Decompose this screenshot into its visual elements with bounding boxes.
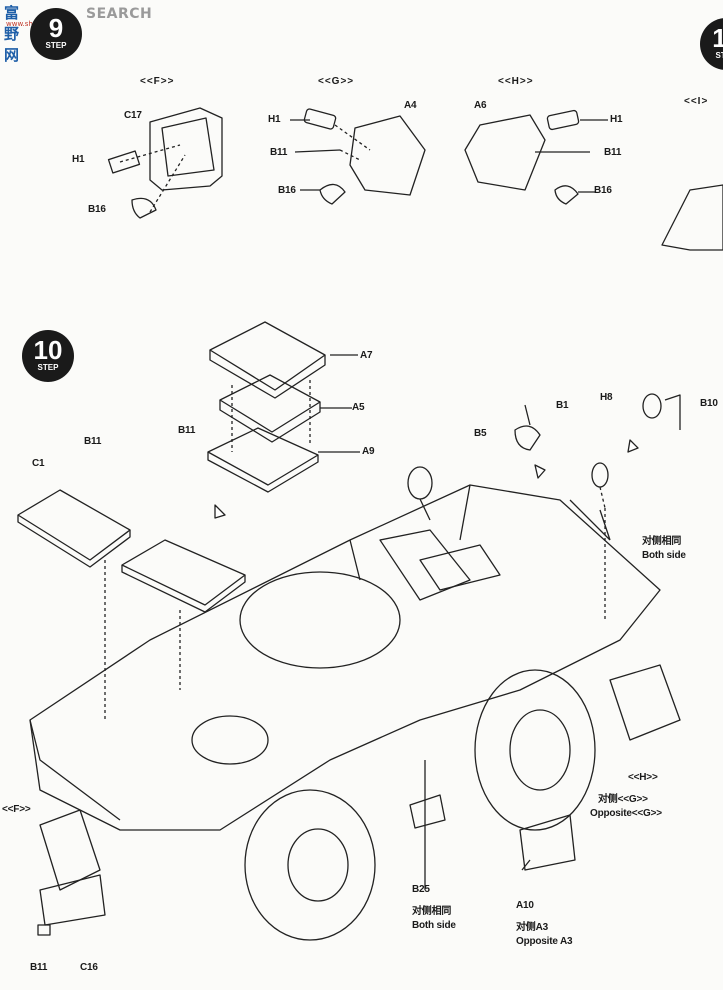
part-b1-stem xyxy=(524,404,531,426)
label-b11: B11 xyxy=(84,436,102,447)
label-h1: H1 xyxy=(268,114,281,125)
label-b10: B10 xyxy=(700,398,718,409)
part-i-partial xyxy=(661,184,723,251)
part-b11-bottom xyxy=(37,924,51,936)
part-b16-h xyxy=(554,185,579,205)
vehicle-hull xyxy=(29,484,661,831)
rear-wheel xyxy=(474,669,596,831)
step-number: 9 xyxy=(48,13,64,43)
label-g-ref-cn: 对侧<<G>> xyxy=(598,794,648,805)
part-a6-hatch xyxy=(464,114,546,191)
part-h1-h xyxy=(546,109,580,131)
part-b16-g xyxy=(319,183,346,205)
part-a5-frame xyxy=(219,374,321,433)
turret-ring xyxy=(239,571,401,669)
mirror-right xyxy=(591,462,609,488)
label-h-ref: <<H>> xyxy=(628,772,658,783)
step-11-badge: 11 STEP xyxy=(700,18,723,70)
label-b1: B1 xyxy=(556,400,569,411)
subassembly-h-heading: <<H>> xyxy=(498,76,534,87)
label-both-side-cn: 对侧相同 xyxy=(642,536,682,547)
label-b11: B11 xyxy=(178,425,196,436)
label-a10-cn: 对侧A3 xyxy=(516,922,548,933)
label-b16: B16 xyxy=(594,185,612,196)
label-a4: A4 xyxy=(404,100,417,111)
subassembly-g-heading: <<G>> xyxy=(318,76,355,87)
watermark-brand: SEARCH xyxy=(86,6,153,22)
front-wheel xyxy=(244,789,376,941)
label-b5: B5 xyxy=(474,428,487,439)
part-h8-mirror xyxy=(642,393,662,419)
label-c1: C1 xyxy=(32,458,45,469)
label-both-side-en: Both side xyxy=(642,550,686,561)
label-a10-en: Opposite A3 xyxy=(516,936,573,947)
part-side-hatch-h xyxy=(609,664,681,741)
step-10-badge: 10 STEP xyxy=(22,330,74,382)
step-word: STEP xyxy=(37,363,59,372)
label-b16: B16 xyxy=(88,204,106,215)
step-9-badge: 9 STEP xyxy=(30,8,82,60)
label-c17: C17 xyxy=(124,110,142,121)
label-g-ref-en: Opposite<<G>> xyxy=(590,808,662,819)
part-h1-periscope xyxy=(107,150,141,174)
label-b25-cn: 对侧相同 xyxy=(412,906,452,917)
label-f-ref: <<F>> xyxy=(2,804,31,815)
label-c16: C16 xyxy=(80,962,98,973)
label-a9: A9 xyxy=(362,446,375,457)
watermark-logo: 富野网 xyxy=(4,4,20,64)
label-b11: B11 xyxy=(30,962,48,973)
part-f-front-hatch xyxy=(39,809,101,891)
arrow-3 xyxy=(627,439,639,453)
arrow-2 xyxy=(534,464,546,479)
part-c16-grille xyxy=(39,874,106,926)
step-number: 10 xyxy=(33,335,63,365)
label-a5: A5 xyxy=(352,402,365,413)
part-a10-panel xyxy=(519,814,576,871)
label-h8: H8 xyxy=(600,392,613,403)
part-c17-hatch xyxy=(149,107,223,191)
part-b16-cap xyxy=(131,197,157,219)
arrow-1 xyxy=(214,504,226,519)
step-word: STEP xyxy=(45,41,67,50)
label-a7: A7 xyxy=(360,350,373,361)
step-word: STEP xyxy=(715,51,723,60)
step-number: 11 xyxy=(712,23,723,53)
label-b25-en: Both side xyxy=(412,920,456,931)
subassembly-f-heading: <<F>> xyxy=(140,76,175,87)
label-h1: H1 xyxy=(610,114,623,125)
label-b11: B11 xyxy=(270,147,288,158)
watermark-site: www.shop... xyxy=(6,20,49,28)
label-b16: B16 xyxy=(278,185,296,196)
label-b11: B11 xyxy=(604,147,622,158)
mirror-left xyxy=(407,466,433,500)
subassembly-i-heading: <<I> xyxy=(684,96,709,107)
label-h1: H1 xyxy=(72,154,85,165)
part-b25-step xyxy=(409,794,446,829)
label-a10: A10 xyxy=(516,900,534,911)
label-b25: B25 xyxy=(412,884,430,895)
part-a7-plate xyxy=(209,321,326,391)
label-a6: A6 xyxy=(474,100,487,111)
part-a4-hatch xyxy=(349,115,426,196)
part-b10-arm xyxy=(664,394,681,430)
part-h1-g xyxy=(303,108,337,130)
part-b5-light xyxy=(514,425,541,451)
